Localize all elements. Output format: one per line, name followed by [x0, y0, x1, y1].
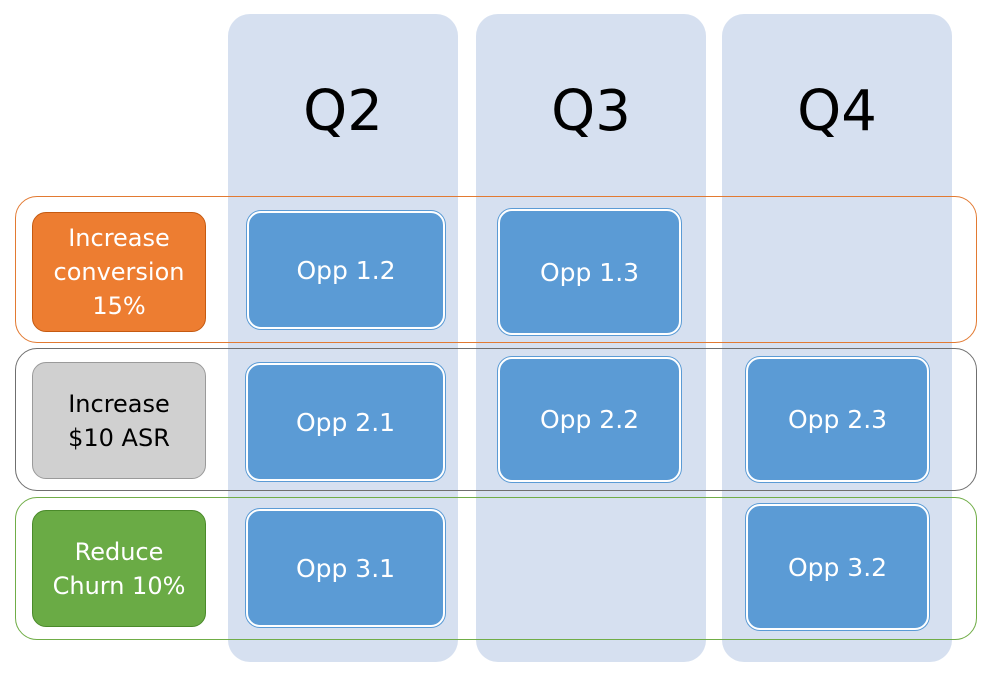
goal-increase-asr: Increase $10 ASR	[32, 362, 206, 479]
opportunity-3-1: Opp 3.1	[246, 509, 445, 627]
quarter-header-q4: Q4	[797, 79, 877, 144]
opportunity-2-3: Opp 2.3	[746, 357, 929, 482]
quarter-column-q3: Q3	[476, 14, 706, 662]
goal-reduce-churn: Reduce Churn 10%	[32, 510, 206, 627]
quarter-header-q2: Q2	[303, 79, 383, 144]
opportunity-2-2: Opp 2.2	[498, 357, 681, 482]
quarter-header-q3: Q3	[551, 79, 631, 144]
opportunity-2-1: Opp 2.1	[246, 363, 445, 481]
goal-row-frame-conversion	[15, 196, 977, 343]
opportunity-1-3: Opp 1.3	[498, 209, 681, 335]
goal-row-frame-churn	[15, 497, 977, 640]
goal-increase-conversion: Increase conversion 15%	[32, 212, 206, 332]
goal-row-frame-asr	[15, 348, 977, 491]
opportunity-1-2: Opp 1.2	[247, 211, 445, 329]
opportunity-3-2: Opp 3.2	[746, 504, 929, 630]
